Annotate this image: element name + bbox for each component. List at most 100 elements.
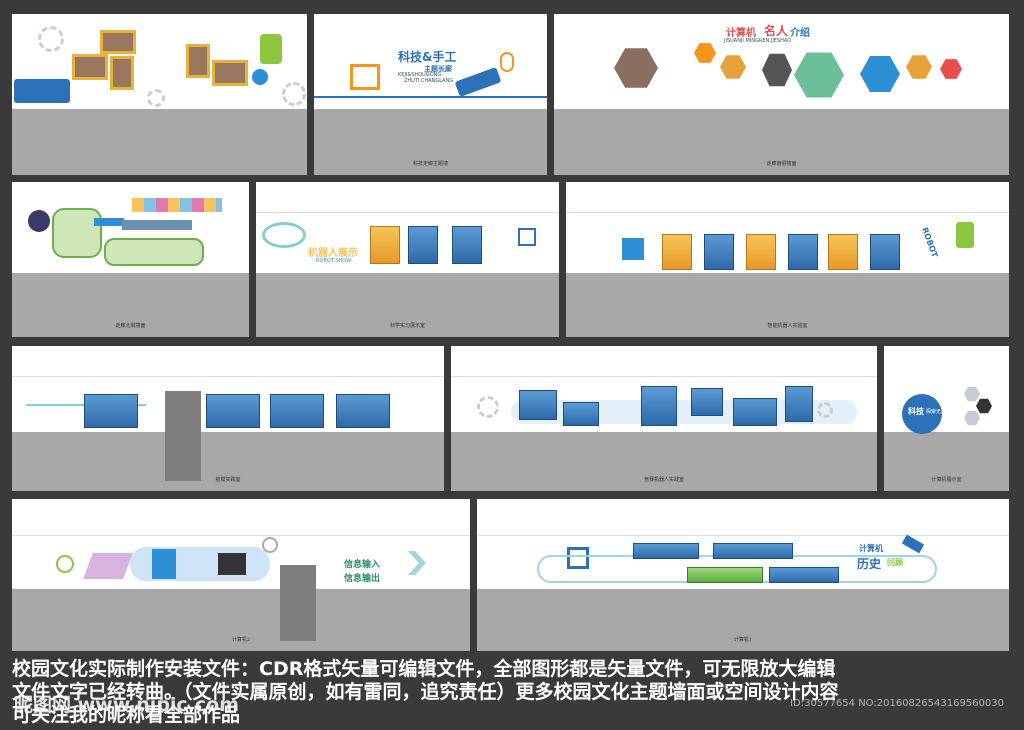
display-card (870, 234, 900, 270)
panel-caption: 走廊南侧墙面 (766, 161, 797, 167)
input-label: 信息输入 (344, 560, 381, 570)
panel-pinyin-2: ZHUTI CHANGLANG (404, 78, 454, 84)
cable-line (314, 96, 547, 98)
display-card (563, 402, 599, 426)
atom-icon (262, 222, 306, 248)
wall-line (12, 535, 470, 536)
panel-title: 计算机 (726, 28, 756, 39)
gear-icon (477, 396, 499, 418)
display-card (828, 234, 858, 270)
output-label: 信息输出 (344, 574, 381, 584)
panel-computer-2: 信息输入 信息输出 计算机2 (12, 499, 470, 651)
robot-icon (152, 549, 176, 579)
panel-title-tail: 介绍 (790, 28, 810, 39)
info-board (104, 238, 204, 266)
display-card (370, 226, 400, 264)
floor (477, 588, 1009, 651)
floor (554, 109, 1009, 175)
hexagon-icon (964, 386, 980, 402)
power-icon (56, 555, 74, 573)
display-card (687, 567, 763, 583)
panel-aero-model: 航模实践室 (12, 346, 444, 491)
info-board (52, 208, 102, 258)
panel-computer-1: 计算机 历史 回顾 计算机1 (477, 499, 1009, 651)
display-card (788, 234, 818, 270)
magnifier-icon (817, 402, 833, 418)
display-card (452, 226, 482, 264)
panel-computer-famous: 计算机 名人 介绍 JISUANJI MINGREN JIESHAO 走廊南侧墙… (554, 14, 1009, 175)
display-card (769, 567, 839, 583)
panel-tech-handcraft: 科技&手工 主题长廊 KEJI&SHOUGONG ZHUTI CHANGLANG… (314, 14, 547, 175)
floor (566, 273, 1009, 337)
wall-line (256, 212, 559, 213)
wall-line (12, 376, 444, 377)
photo-strip (122, 220, 192, 230)
photo-frame (72, 54, 108, 80)
satellite-icon (901, 534, 925, 554)
display-card (84, 394, 138, 428)
letter-blocks (132, 198, 222, 212)
panel-caption: 计算机展示室 (931, 477, 962, 483)
panel-title: 科技 (908, 407, 924, 416)
panel-computer-display: 科技 探索无止境 计算机展示室 (884, 346, 1009, 491)
watermark: 昵图网 www.nipic.com (14, 694, 240, 716)
wall-line (477, 535, 1009, 536)
panel-caption: 科学实习展示室 (389, 323, 425, 329)
photo-frame (100, 30, 136, 54)
panel-caption: 计算机1 (733, 637, 753, 643)
display-card (746, 234, 776, 270)
gear-icon (147, 89, 165, 107)
floor (12, 109, 307, 175)
wall-line (451, 376, 877, 377)
cube-icon (622, 238, 644, 260)
panel-intelligent-robot: ROBOT 智能机器人实验室 (566, 182, 1009, 337)
display-card (206, 394, 260, 428)
hexagon-frame (794, 52, 844, 98)
panel-caption: 计算机2 (231, 637, 251, 643)
panel-competition-robot: 竞赛机器人实践室 (451, 346, 877, 491)
panel-pinyin: KEJI&SHOUGONG (398, 72, 442, 78)
display-card (662, 234, 692, 270)
robot-icon (567, 547, 589, 569)
computer-icon (218, 553, 246, 575)
description-line-3: 可关注我的昵称看全部作品 (12, 704, 241, 726)
panel-caption: 走廊北侧墙面 (115, 323, 146, 329)
display-card (704, 234, 734, 270)
panel-subtitle: 主题长廊 (424, 65, 452, 73)
usb-icon (454, 66, 502, 98)
wall-line (566, 212, 1009, 213)
globe-icon (902, 394, 942, 434)
display-card (336, 394, 390, 428)
robot-icon (956, 222, 974, 248)
keyboard-icon (83, 553, 133, 579)
display-card (519, 390, 557, 420)
panel-caption: 科技走廊主题墙 (412, 161, 448, 167)
panel-caption: 竞赛机器人实践室 (643, 477, 684, 483)
hexagon-frame (694, 43, 716, 63)
watermark-id: ID:30577654 NO:20160826543169560030 (790, 698, 1004, 709)
display-card (633, 543, 699, 559)
panel-title-tail: 回顾 (887, 558, 903, 567)
at-icon (262, 537, 278, 553)
panel-pinyin: ROBOT SHOW (316, 258, 352, 264)
panel-north-wall: 走廊北侧墙面 (12, 182, 249, 337)
panel-title-main: 历史 (857, 557, 882, 571)
hexagon-frame (860, 56, 900, 92)
gear-icon (282, 82, 306, 106)
mouse-icon (500, 52, 514, 72)
hexagon-icon (976, 398, 992, 414)
panel-pinyin: JISUANJI MINGREN JIESHAO (724, 38, 792, 44)
panel-caption: 智能机器人实验室 (767, 323, 808, 329)
panel-title: 机器人展示 (308, 248, 358, 259)
photo-frame (212, 60, 248, 86)
floor (451, 431, 877, 491)
gear-icon (252, 69, 268, 85)
panel-title: 科技&手工 (398, 50, 457, 64)
display-card (408, 226, 438, 264)
monitor-icon (350, 64, 380, 90)
robot-icon (518, 228, 536, 246)
panel-subtitle: 探索无止境 (926, 409, 952, 415)
display-card (270, 394, 324, 428)
arrow-icon (408, 551, 426, 575)
display-card (713, 543, 793, 559)
